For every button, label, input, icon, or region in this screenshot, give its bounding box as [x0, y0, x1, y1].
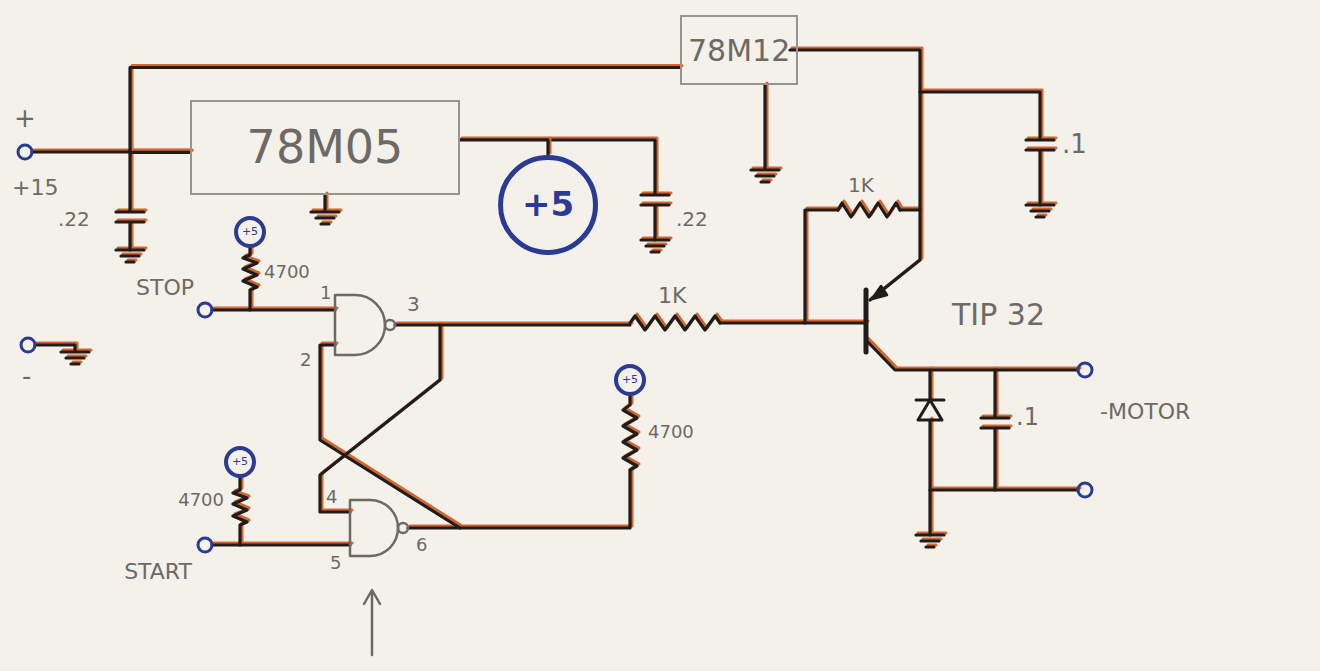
capacitor-value: .22 [58, 208, 90, 230]
node-label: +5 [622, 374, 638, 386]
node-text: +5 [242, 226, 258, 238]
pin-number: 1 [320, 283, 331, 303]
signal-name: START [124, 560, 192, 584]
node-text: 78M05 [247, 122, 404, 173]
wire-connector [460, 138, 550, 155]
node-label: 78M05 [247, 122, 404, 173]
polarity-mark: - [22, 362, 31, 391]
pointer-arrow [364, 590, 380, 655]
resistor-value: 1K [848, 174, 874, 196]
circle-outline [226, 448, 254, 476]
capacitor-value: .1 [1016, 404, 1039, 430]
supply-pin: +5 [614, 364, 646, 396]
supply-pin: +5 [224, 446, 256, 478]
resistor-value: 4700 [648, 422, 694, 442]
pin-number: 6 [416, 535, 427, 555]
node-text: +5 [522, 186, 574, 223]
marker-trace [132, 66, 682, 151]
terminal-label: -MOTOR [1100, 400, 1190, 424]
supply-pin: +5 [234, 216, 266, 248]
transistor-symbol [864, 290, 869, 352]
pin-number: 5 [330, 553, 341, 573]
polarity-mark: + [14, 104, 36, 133]
gate-symbol [335, 295, 408, 556]
capacitor-value: .1 [1062, 130, 1087, 159]
circle-outline [236, 218, 264, 246]
resistor-value: 4700 [264, 262, 310, 282]
capacitor-value: .22 [676, 208, 708, 230]
node-text: +5 [232, 456, 248, 468]
wire [130, 68, 680, 153]
pin-number: 3 [407, 293, 420, 315]
emitter-arrow [872, 286, 887, 299]
resistor-value: 1K [658, 284, 686, 308]
wire [32, 50, 1078, 547]
wire-connector [130, 66, 682, 153]
node-label: +5 [522, 186, 574, 223]
supply-circle: +5 [498, 155, 598, 255]
regulator-box: 78M05 [190, 100, 460, 195]
node-label: +5 [242, 226, 258, 238]
node-label: 78M12 [688, 34, 790, 67]
signal-name: STOP [136, 276, 194, 300]
regulator-box: 78M12 [680, 15, 798, 85]
resistor-value: 4700 [178, 490, 224, 510]
marker-trace [34, 48, 1080, 545]
node-label: +5 [232, 456, 248, 468]
diode-symbol [916, 400, 944, 420]
part-number: TIP 32 [952, 298, 1045, 331]
voltage-label: +15 [12, 176, 58, 200]
node-text: 78M12 [688, 34, 790, 67]
circle-outline [616, 366, 644, 394]
pin-number: 4 [326, 487, 337, 507]
wire [460, 140, 548, 155]
terminal-symbol [18, 145, 1092, 552]
pin-number: 2 [300, 350, 311, 370]
node-text: +5 [622, 374, 638, 386]
circle-outline [501, 158, 596, 253]
